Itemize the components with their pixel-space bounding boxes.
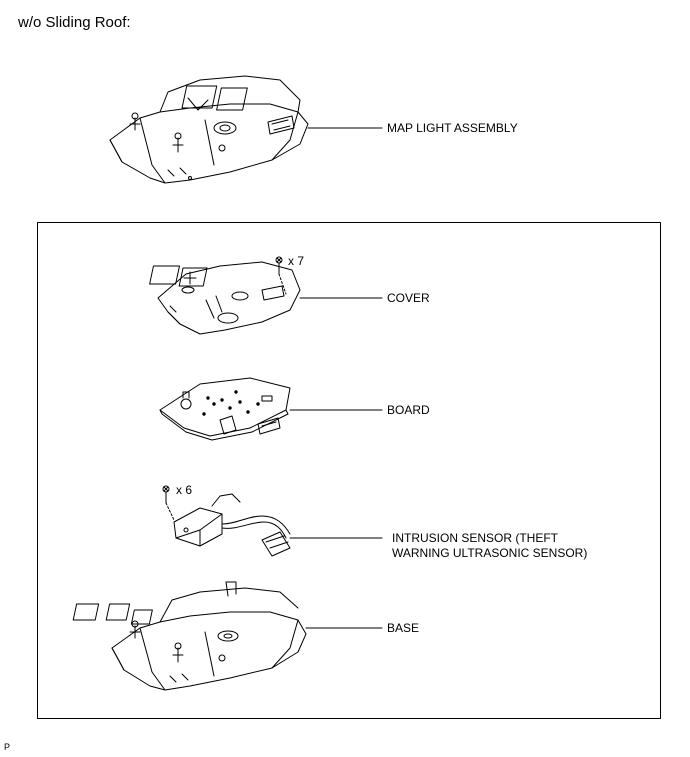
base-illustration (72, 581, 307, 691)
sensor-screw-icon (162, 485, 175, 521)
map-light-assembly-label: MAP LIGHT ASSEMBLY (387, 121, 518, 135)
intrusion-sensor-label-line2: WARNING ULTRASONIC SENSOR) (392, 546, 588, 560)
cover-screw-icon (275, 256, 287, 295)
figure-id: P (4, 742, 11, 752)
map-light-assembly-illustration (109, 75, 309, 184)
exploded-view-frame (37, 222, 661, 719)
board-label: BOARD (387, 403, 430, 417)
board-illustration (159, 377, 291, 441)
intrusion-sensor-illustration (173, 493, 291, 557)
sensor-screw-count: x 6 (176, 483, 193, 497)
cover-illustration (149, 261, 301, 335)
page-title: w/o Sliding Roof: (18, 14, 131, 31)
cover-screw-count: x 7 (288, 254, 305, 268)
cover-label: COVER (387, 291, 430, 305)
base-label: BASE (387, 621, 420, 635)
intrusion-sensor-label-line1: INTRUSION SENSOR (THEFT (392, 531, 559, 545)
